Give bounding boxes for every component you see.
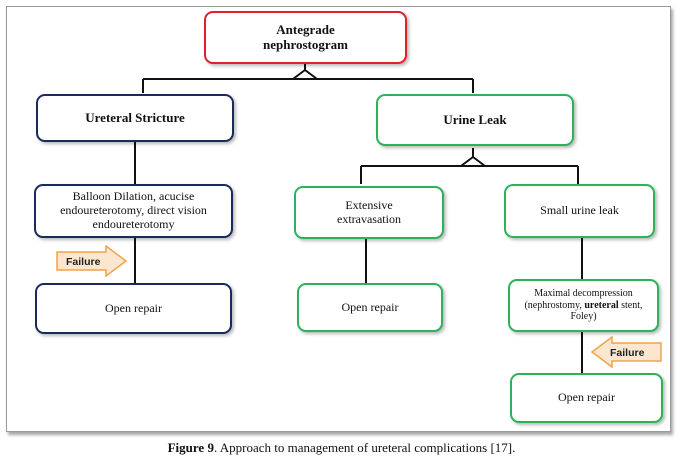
stricture-node: Ureteral Stricture [36, 94, 234, 142]
balloon-node: Balloon Dilation, acucise endoureterotom… [34, 184, 233, 238]
open-repair-mid-node: Open repair [297, 283, 443, 332]
balloon-label: Balloon Dilation, acucise endoureterotom… [60, 189, 207, 231]
leak-label: Urine Leak [443, 111, 507, 127]
root-label: Antegrade nephrostogram [263, 21, 348, 52]
caption-text: . Approach to management of ureteral com… [213, 440, 516, 455]
stricture-label: Ureteral Stricture [85, 109, 185, 125]
extensive-node: Extensive extravasation [294, 186, 444, 239]
caption-label: Figure 9 [167, 440, 214, 455]
connector-leak [360, 148, 579, 184]
maximal-text-c: stent, Foley) [570, 299, 643, 323]
open-repair-mid-label: Open repair [341, 299, 399, 314]
small-leak-label: Small urine leak [540, 203, 619, 218]
failure-arrow-left-shape [56, 245, 128, 277]
maximal-text-a: Maximal decompression (nephrostomy, [524, 288, 633, 311]
connector-root [142, 62, 474, 93]
failure-arrow-right: Failure [590, 336, 662, 368]
failure-arrow-left-label: Failure [66, 256, 101, 268]
maximal-text-b: ureteral [584, 299, 619, 311]
open-repair-left-node: Open repair [35, 283, 232, 334]
root-node: Antegrade nephrostogram [204, 11, 407, 64]
leak-node: Urine Leak [376, 94, 574, 146]
open-repair-left-label: Open repair [105, 300, 162, 315]
small-leak-node: Small urine leak [504, 184, 655, 238]
extensive-label: Extensive extravasation [337, 197, 401, 226]
open-repair-right-node: Open repair [510, 373, 663, 423]
open-repair-right-label: Open repair [558, 390, 615, 405]
maximal-decompression-label: Maximal decompression (nephrostomy, uret… [514, 288, 654, 323]
failure-arrow-left: Failure [56, 245, 128, 277]
figure-caption: Figure 9. Approach to management of uret… [0, 440, 683, 456]
failure-arrow-right-shape [590, 336, 662, 368]
failure-arrow-right-label: Failure [610, 347, 645, 359]
maximal-decompression-node: Maximal decompression (nephrostomy, uret… [508, 279, 659, 332]
